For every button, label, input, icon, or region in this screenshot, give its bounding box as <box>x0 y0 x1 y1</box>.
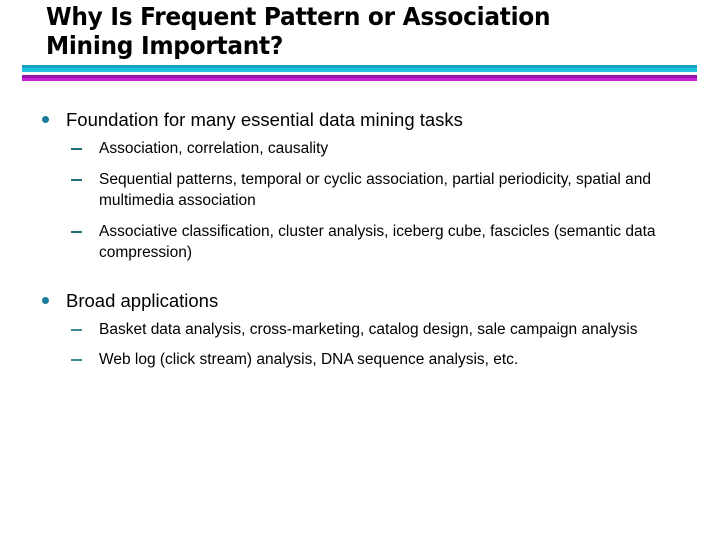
dash-bullet-icon <box>71 230 82 233</box>
divider-band-magenta <box>22 78 697 81</box>
title-divider <box>22 65 697 81</box>
bullet-item-level2: Associative classification, cluster anal… <box>0 221 720 264</box>
bullet-level2-label: Association, correlation, causality <box>99 140 329 157</box>
bullet-item-level2: Basket data analysis, cross-marketing, c… <box>0 319 720 341</box>
bullet-level2-label: Sequential patterns, temporal or cyclic … <box>99 170 651 210</box>
divider-band-cyan <box>22 68 697 72</box>
bullet-level2-label: Web log (click stream) analysis, DNA seq… <box>99 351 519 368</box>
section-spacer <box>0 273 720 289</box>
bullet-item-level2: Association, correlation, causality <box>0 138 720 160</box>
bullet-item-level1: Broad applications <box>0 289 720 313</box>
divider-band-gap <box>22 72 697 75</box>
page-title: Why Is Frequent Pattern or Association M… <box>46 2 551 60</box>
dash-bullet-icon <box>71 359 82 361</box>
dash-bullet-icon <box>71 178 82 181</box>
sub-bullet-list: Basket data analysis, cross-marketing, c… <box>0 319 720 371</box>
bullet-level2-label: Basket data analysis, cross-marketing, c… <box>99 320 638 338</box>
dash-bullet-icon <box>71 328 82 331</box>
filled-circle-bullet-icon <box>42 116 49 123</box>
bullet-level1-label: Foundation for many essential data minin… <box>66 109 463 130</box>
sub-bullet-list: Association, correlation, causality Sequ… <box>0 138 720 264</box>
bullet-level2-label: Associative classification, cluster anal… <box>99 222 656 262</box>
divider-band-cyan-dark <box>22 65 697 68</box>
divider-band-purple-dark <box>22 75 697 78</box>
slide-body: Foundation for many essential data minin… <box>0 108 720 380</box>
title-block: Why Is Frequent Pattern or Association M… <box>46 2 686 60</box>
bullet-item-level2: Web log (click stream) analysis, DNA seq… <box>0 349 720 371</box>
bullet-item-level2: Sequential patterns, temporal or cyclic … <box>0 169 720 212</box>
bullet-item-level1: Foundation for many essential data minin… <box>0 108 720 132</box>
filled-circle-bullet-icon <box>42 296 49 304</box>
bullet-level1-label: Broad applications <box>66 289 219 311</box>
dash-bullet-icon <box>71 148 82 150</box>
